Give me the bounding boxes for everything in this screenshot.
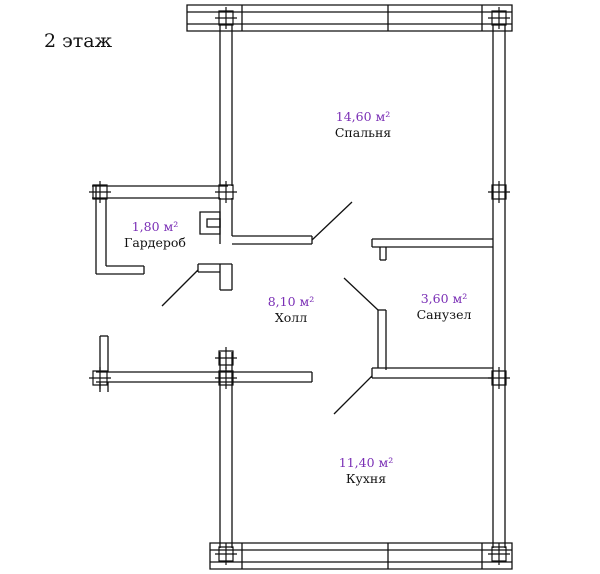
column-marker: [215, 543, 237, 565]
bedroom-partition-left: [232, 202, 352, 244]
bathroom-partition-top: [372, 239, 493, 260]
room-area: 3,60 м²: [420, 291, 468, 306]
column-marker: [215, 7, 237, 29]
room-hall: 8,10 м² Холл: [268, 294, 315, 325]
column-marker: [488, 7, 510, 29]
column-marker: [215, 347, 237, 369]
wall-right: [493, 24, 505, 548]
window-bottom: [210, 543, 512, 569]
room-area: 8,10 м²: [267, 294, 315, 309]
kitchen-partition-right: [334, 368, 493, 414]
wall-left-middle: [220, 198, 232, 244]
column-markers: [89, 7, 510, 565]
room-name: Санузел: [416, 306, 472, 322]
room-name: Спальня: [334, 124, 392, 140]
room-area: 14,60 м²: [335, 109, 391, 124]
room-bedroom: 14,60 м² Спальня: [335, 109, 391, 140]
bathroom-wall-west: [344, 278, 386, 370]
room-name: Гардероб: [124, 234, 186, 250]
room-wardrobe: 1,80 м² Гардероб: [124, 219, 186, 250]
window-top: [187, 5, 512, 31]
wardrobe-walls: [92, 186, 232, 306]
column-marker: [488, 181, 510, 203]
kitchen-partition-left: [96, 336, 312, 392]
column-marker: [89, 181, 111, 203]
column-marker: [488, 367, 510, 389]
room-name: Кухня: [345, 470, 387, 486]
floor-label: 2 этаж: [44, 30, 113, 52]
room-area: 11,40 м²: [338, 455, 394, 470]
column-marker: [89, 367, 111, 389]
room-area: 1,80 м²: [131, 219, 179, 234]
room-kitchen: 11,40 м² Кухня: [339, 455, 394, 486]
room-bathroom: 3,60 м² Санузел: [417, 291, 472, 322]
column-marker: [215, 181, 237, 203]
column-marker: [488, 543, 510, 565]
room-name: Холл: [274, 309, 308, 325]
column-marker: [215, 367, 237, 389]
wall-left-upper: [220, 24, 232, 186]
